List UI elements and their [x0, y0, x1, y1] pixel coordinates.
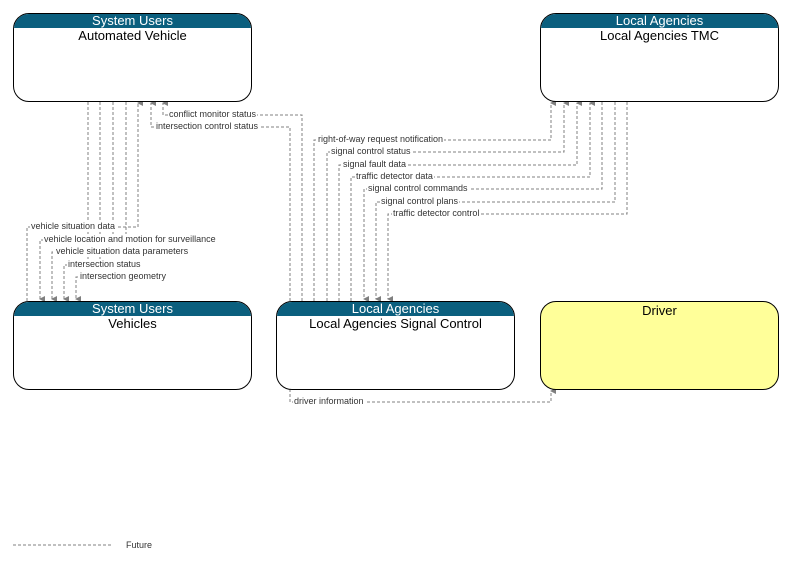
flow-line-traffic-detector-data — [350, 100, 595, 301]
legend-future-label: Future — [126, 540, 153, 550]
node-title: Automated Vehicle — [78, 28, 187, 43]
flow-label-vehicle-situation-params: vehicle situation data parameters — [55, 246, 190, 257]
flow-line-intersection-control-status — [150, 100, 291, 301]
flow-line-vehicle-situation-data — [26, 100, 143, 301]
flow-line-signal-control-status — [326, 100, 569, 301]
node-automated-vehicle[interactable]: System Users Automated Vehicle — [13, 13, 252, 102]
flow-label-vehicle-situation-data: vehicle situation data — [30, 221, 117, 232]
flow-label-intersection-control-status: intersection control status — [155, 121, 260, 132]
flow-label-signal-fault-data: signal fault data — [342, 159, 408, 170]
flow-label-driver-information: driver information — [293, 396, 365, 407]
flow-line-traffic-detector-control — [387, 102, 628, 302]
flow-label-intersection-geometry: intersection geometry — [79, 271, 168, 282]
flow-line-signal-control-plans — [375, 102, 616, 302]
node-driver[interactable]: Driver — [540, 301, 779, 390]
flow-label-traffic-detector-control: traffic detector control — [392, 208, 481, 219]
flow-line-right-of-way — [313, 100, 556, 301]
flow-label-conflict-monitor-status: conflict monitor status — [168, 109, 258, 120]
flow-label-intersection-status: intersection status — [67, 259, 142, 270]
flow-label-signal-control-plans: signal control plans — [380, 196, 460, 207]
flow-label-vehicle-location-motion: vehicle location and motion for surveill… — [43, 234, 217, 245]
node-title: Local Agencies TMC — [600, 28, 719, 43]
flow-line-driver-information — [289, 388, 556, 403]
node-vehicles[interactable]: System Users Vehicles — [13, 301, 252, 390]
flow-line-conflict-monitor-status — [162, 100, 303, 301]
node-title: Driver — [642, 303, 677, 318]
flow-label-traffic-detector-data: traffic detector data — [355, 171, 434, 182]
node-header: Local Agencies — [277, 302, 514, 316]
node-header: Local Agencies — [541, 14, 778, 28]
node-local-agencies-signal-control[interactable]: Local Agencies Local Agencies Signal Con… — [276, 301, 515, 390]
flow-label-signal-control-status: signal control status — [330, 146, 412, 157]
flow-label-signal-control-commands: signal control commands — [367, 183, 469, 194]
node-title: Vehicles — [108, 316, 157, 331]
node-header: System Users — [14, 14, 251, 28]
flow-line-signal-fault-data — [338, 100, 582, 301]
flow-label-right-of-way: right-of-way request notification — [317, 134, 445, 145]
node-title: Local Agencies Signal Control — [309, 316, 482, 331]
node-header: System Users — [14, 302, 251, 316]
node-local-agencies-tmc[interactable]: Local Agencies Local Agencies TMC — [540, 13, 779, 102]
flow-line-signal-control-commands — [363, 102, 603, 302]
